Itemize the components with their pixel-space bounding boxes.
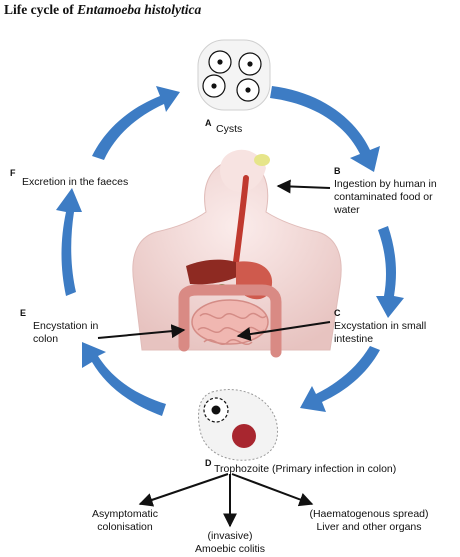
stage-c-letter: C (334, 308, 341, 318)
arrow-e-to-colon (97, 324, 186, 339)
arrow-c-to-intestine (236, 321, 331, 342)
outcome-invasive: (invasive) (207, 530, 253, 542)
stage-f-letter: F (10, 168, 16, 178)
stage-c-label: Excystation in small intestine (334, 320, 427, 345)
cysts-illustration (197, 39, 271, 111)
stage-d-label: Trophozoite (Primary infection in colon) (214, 463, 397, 475)
stage-e-letter: E (20, 308, 27, 318)
arrow-to-asymptomatic (138, 473, 229, 507)
stage-a-label: Cysts (216, 123, 243, 135)
cycle-arrow-f-to-a (92, 86, 180, 160)
cycle-arrow-b-to-c (376, 226, 404, 318)
stage-a-letter: A (205, 118, 212, 128)
outcome-liver: Liver and other organs (316, 521, 422, 533)
stage-e-label: Encystation in colon (33, 320, 99, 345)
stage-d-letter: D (205, 458, 212, 468)
cycle-arrow-d-to-e (82, 342, 166, 416)
pointer-arrows (97, 179, 331, 528)
outcome-asymptomatic: Asymptomatic colonisation (92, 508, 158, 533)
arrow-b-to-mouth (276, 179, 331, 194)
outcome-haematogenous: (Haematogenous spread) (309, 508, 429, 520)
cycle-arrows (56, 86, 404, 416)
cycle-arrow-a-to-b (270, 86, 380, 172)
human-body-illustration (132, 149, 342, 358)
stage-f-label: Excretion in the faeces (22, 176, 129, 188)
cycle-arrow-c-to-d (300, 346, 380, 412)
cycle-arrow-e-to-f (56, 188, 82, 296)
outcome-amoebic-colitis: Amoebic colitis (194, 543, 266, 555)
trophozoite-illustration (198, 389, 278, 461)
stage-b-label: Ingestion by human in contaminated food … (334, 178, 437, 216)
figure-title: Life cycle of Entamoeba histolytica (4, 2, 202, 17)
arrow-to-liver (231, 473, 314, 507)
stage-b-letter: B (334, 166, 341, 176)
